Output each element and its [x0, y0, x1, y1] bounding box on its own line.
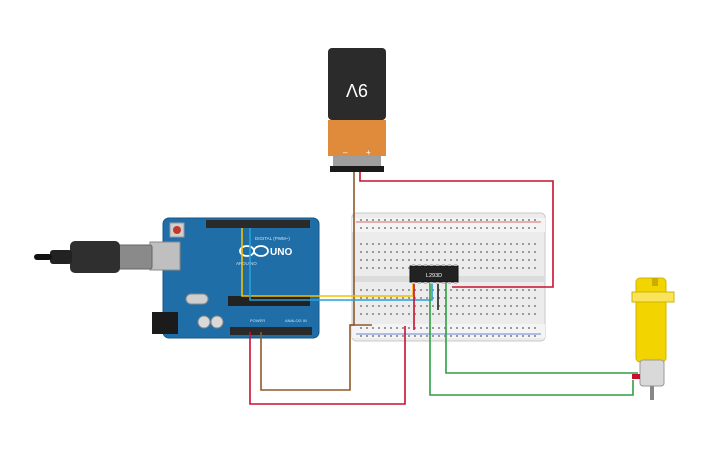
power-pins-label: POWER: [250, 318, 265, 323]
battery-minus-label: –: [343, 148, 348, 157]
power-jack: [152, 312, 178, 334]
wire-5v[interactable]: [249, 326, 406, 405]
usb-socket: [149, 241, 181, 271]
usb-cable-icon: [34, 241, 153, 273]
arduino-uno[interactable]: UNO ARDUINO DIGITAL (PWM~) POWER ANALOG …: [149, 217, 320, 339]
dc-motor-icon[interactable]: [631, 277, 675, 400]
wire-battery-plus[interactable]: [359, 172, 554, 288]
breadboard-holes: [360, 219, 536, 337]
wire-signal-yellow[interactable]: [241, 228, 414, 297]
wire-motor-green-1[interactable]: [429, 283, 634, 396]
digital-header[interactable]: [206, 220, 310, 228]
driver-label: L293D: [426, 273, 442, 279]
reset-button-icon[interactable]: [173, 226, 181, 234]
wire-motor-green-2[interactable]: [445, 283, 638, 374]
analog-pins-label: ANALOG IN: [285, 318, 307, 323]
arduino-model-label: UNO: [270, 247, 292, 258]
digital-pins-label: DIGITAL (PWM~): [255, 236, 290, 241]
wires: [241, 172, 638, 405]
arduino-infinity-logo: [239, 245, 269, 257]
battery-plus-label: +: [366, 148, 371, 157]
analog-power-header[interactable]: [230, 327, 312, 335]
battery-9v[interactable]: 9V – +: [328, 48, 386, 172]
arduino-brand-label: ARDUINO: [236, 261, 257, 266]
wire-signal-blue[interactable]: [249, 228, 433, 301]
l293d-driver-chip[interactable]: L293D: [409, 264, 459, 284]
battery-voltage-label: 9V: [346, 80, 368, 100]
atmega-chip: [228, 296, 310, 306]
